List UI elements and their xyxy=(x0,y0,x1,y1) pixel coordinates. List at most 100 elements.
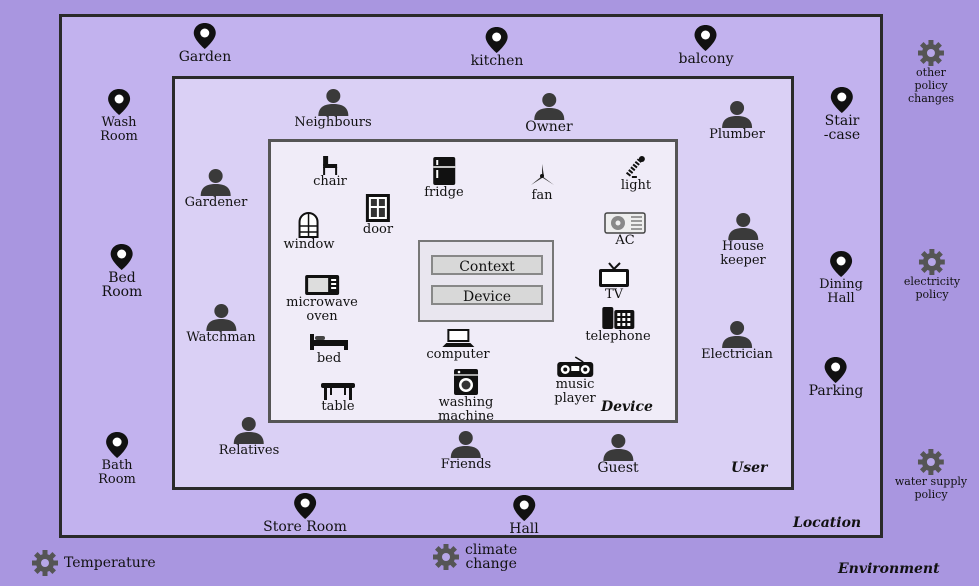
location-parking: Parking xyxy=(808,356,864,399)
user-title: User xyxy=(731,460,768,476)
context-label: Context xyxy=(431,255,543,275)
device-computer-label: computer xyxy=(426,347,490,362)
device-ac-label: AC xyxy=(615,233,635,248)
device-title: Device xyxy=(601,399,653,415)
device-washing-machine: washing machine xyxy=(438,368,494,424)
environment-climate-change: climate change xyxy=(433,543,517,571)
air-conditioner-icon xyxy=(604,212,646,234)
device-chair-label: chair xyxy=(313,174,347,189)
location-wash-room: Wash Room xyxy=(100,88,138,144)
user-watchman-label: Watchman xyxy=(186,330,256,345)
user-owner: Owner xyxy=(525,92,573,135)
washing-machine-icon xyxy=(453,368,479,396)
environment-temperature-label: Temperature xyxy=(64,555,156,571)
person-icon xyxy=(719,320,755,348)
device-computer: computer xyxy=(426,328,490,362)
user-gardener: Gardener xyxy=(184,168,248,210)
context-device-label: Device xyxy=(431,285,543,305)
location-bed-room: Bed Room xyxy=(101,243,143,300)
location-staircase: Stair -case xyxy=(824,86,860,142)
user-neighbours: Neighbours xyxy=(294,88,372,130)
person-icon xyxy=(315,88,351,116)
user-owner-label: Owner xyxy=(525,119,573,135)
location-hall: Hall xyxy=(509,494,539,536)
user-friends: Friends xyxy=(441,430,491,472)
location-title: Location xyxy=(793,515,862,531)
chair-icon xyxy=(319,155,341,175)
person-icon xyxy=(719,100,755,128)
device-music-player: music player xyxy=(554,356,596,406)
device-bed-label: bed xyxy=(316,351,342,366)
environment-temperature: Temperature xyxy=(32,550,156,576)
device-telephone: telephone xyxy=(585,306,651,344)
location-parking-label: Parking xyxy=(808,383,864,399)
device-fan-label: fan xyxy=(531,188,553,203)
gear-icon xyxy=(919,249,945,275)
location-garden-label: Garden xyxy=(178,49,232,65)
device-microwave-oven: microwave oven xyxy=(286,274,358,324)
user-gardener-label: Gardener xyxy=(184,195,248,210)
light-bulb-icon xyxy=(623,155,649,179)
location-bath-room: Bath Room xyxy=(98,431,136,487)
user-guest: Guest xyxy=(597,433,639,476)
location-pin-icon xyxy=(485,26,509,54)
policy-other-changes-label: other policy changes xyxy=(907,66,955,105)
location-staircase-label: Stair -case xyxy=(823,113,861,143)
person-icon xyxy=(725,212,761,240)
location-store-room-label: Store Room xyxy=(263,519,347,535)
device-table-label: table xyxy=(321,399,355,414)
window-icon xyxy=(298,212,320,238)
location-pin-icon xyxy=(694,24,718,52)
user-electrician-label: Electrician xyxy=(701,347,773,362)
policy-water-supply-label: water supply policy xyxy=(894,475,968,501)
location-dining-hall: Dining Hall xyxy=(819,250,863,306)
telephone-icon xyxy=(601,306,635,330)
laptop-icon xyxy=(441,328,475,348)
device-tv-label: TV xyxy=(604,287,624,302)
device-telephone-label: telephone xyxy=(585,329,651,344)
location-pin-icon xyxy=(110,243,134,271)
location-pin-icon xyxy=(512,494,536,522)
gear-icon xyxy=(32,550,58,576)
location-store-room: Store Room xyxy=(263,492,347,534)
user-watchman: Watchman xyxy=(186,303,256,345)
microwave-icon xyxy=(304,274,340,296)
gear-icon xyxy=(433,544,459,570)
person-icon xyxy=(531,92,567,120)
location-pin-icon xyxy=(293,492,317,520)
tv-icon xyxy=(597,262,631,288)
location-bed-room-label: Bed Room xyxy=(101,270,143,300)
user-neighbours-label: Neighbours xyxy=(294,115,372,130)
person-icon xyxy=(448,430,484,458)
location-kitchen: kitchen xyxy=(471,26,523,68)
table-icon xyxy=(320,380,356,400)
location-pin-icon xyxy=(105,431,129,459)
device-window-label: window xyxy=(283,237,335,252)
user-plumber: Plumber xyxy=(709,100,765,142)
user-housekeeper: House keeper xyxy=(720,212,766,268)
policy-other-changes: other policy changes xyxy=(908,40,954,105)
location-garden: Garden xyxy=(178,22,232,65)
fridge-icon xyxy=(432,156,456,186)
device-fan: fan xyxy=(529,163,555,203)
device-window: window xyxy=(283,212,335,252)
boombox-icon xyxy=(556,356,594,378)
bed-icon xyxy=(309,332,349,352)
device-door-label: door xyxy=(362,222,394,237)
location-pin-icon xyxy=(830,86,854,114)
device-light-label: light xyxy=(620,178,652,193)
device-door: door xyxy=(363,193,393,237)
location-balcony: balcony xyxy=(679,24,733,66)
person-icon xyxy=(600,433,636,461)
device-fridge: fridge xyxy=(424,156,464,200)
device-tv: TV xyxy=(597,262,631,302)
location-bath-room-label: Bath Room xyxy=(98,458,136,487)
user-electrician: Electrician xyxy=(701,320,773,362)
user-friends-label: Friends xyxy=(440,457,492,472)
device-chair: chair xyxy=(313,155,347,189)
device-music-player-label: music player xyxy=(554,377,596,406)
user-guest-label: Guest xyxy=(597,460,639,476)
location-hall-label: Hall xyxy=(509,521,539,537)
policy-water-supply: water supply policy xyxy=(895,449,967,501)
gear-icon xyxy=(918,40,944,66)
